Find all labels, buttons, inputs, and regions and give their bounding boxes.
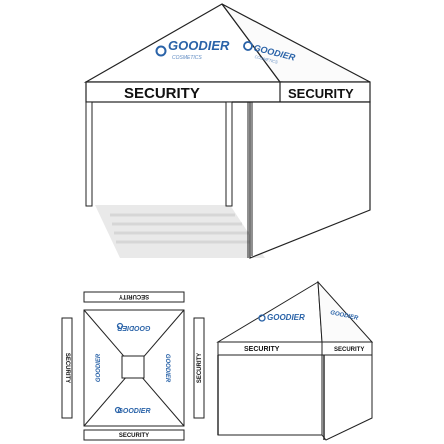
main-right-brand-tagline: COSMETICS xyxy=(254,54,279,65)
main-front-brand-tagline: COSMETICS xyxy=(172,55,202,61)
flat-bottom-brand-name: GOODIER xyxy=(117,408,150,415)
main-front-brand-name: GOODIER xyxy=(168,38,230,53)
flat-valance-left xyxy=(61,317,73,419)
main-center-pole xyxy=(225,101,233,207)
goodier-logo-icon xyxy=(116,322,124,330)
main-valance-front-label: SECURITY xyxy=(124,85,200,102)
small-front-wall xyxy=(217,354,323,436)
main-front-logo: GOODIER COSMETICS xyxy=(155,38,230,61)
flat-valance-top-label: SECURITY xyxy=(119,293,149,299)
goodier-logo-icon xyxy=(155,45,167,57)
small-valance-front-label: SECURITY xyxy=(244,346,280,353)
flat-valance-right xyxy=(193,317,205,419)
main-left-pole xyxy=(85,101,93,207)
floor-shadow-stripes xyxy=(110,213,256,244)
goodier-swirl-icon xyxy=(243,41,253,51)
flat-left-brand-name: GOODIER xyxy=(96,353,102,382)
flat-right-brand-name: GOODIER xyxy=(164,354,170,383)
flat-valance-bottom xyxy=(83,429,185,441)
flat-center-square xyxy=(121,355,145,379)
main-right-sidewall xyxy=(232,101,371,259)
small-right-brand-name: GOODIER xyxy=(330,310,360,322)
goodier-logo-icon xyxy=(114,406,122,414)
main-valance-right-label: SECURITY xyxy=(288,86,354,101)
flat-valance-left-label: SECURITY xyxy=(64,353,70,383)
flat-valance-bottom-label: SECURITY xyxy=(119,433,149,439)
goodier-logo-icon xyxy=(258,314,266,322)
small-canopy-front-panel xyxy=(216,281,323,343)
flat-valance-right-label: SECURITY xyxy=(197,353,203,383)
small-right-wall xyxy=(321,354,373,441)
small-valance-right-label: SECURITY xyxy=(334,347,364,353)
flat-layout-view: SECURITY SECURITY SECURITY SECURITY GOOD… xyxy=(61,291,205,441)
small-canopy-right-panel xyxy=(317,280,374,343)
flat-top-brand-name: GOODIER xyxy=(117,324,150,331)
small-tent: GOODIER GOODIER SECURITY SECURITY xyxy=(216,280,374,441)
main-tent: GOODIER COSMETICS GOODIER COSMETICS SECU… xyxy=(83,3,371,259)
small-front-brand-name: GOODIER xyxy=(267,313,305,322)
flat-valance-top xyxy=(83,291,185,303)
